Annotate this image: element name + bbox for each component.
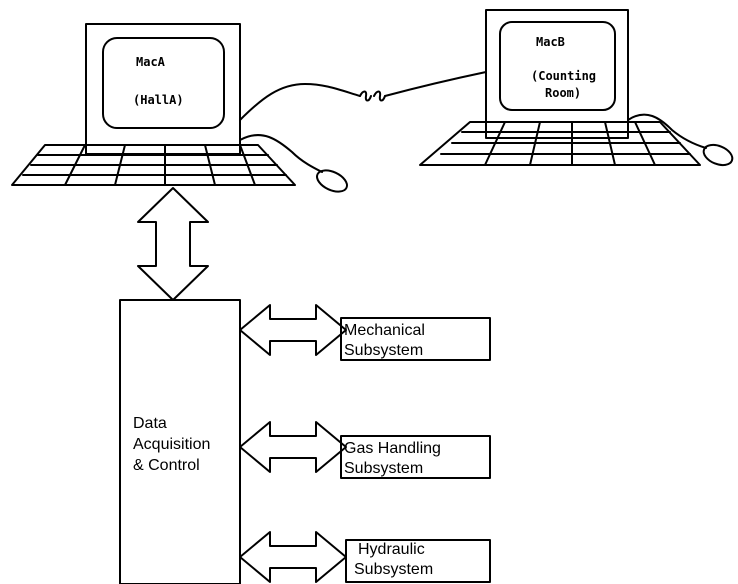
macb-name: MacB (536, 35, 565, 49)
keyboard-maca (11, 144, 296, 186)
daq-label-line2: Acquisition (133, 436, 210, 453)
computer-maca (11, 23, 348, 193)
computer-macb (419, 9, 734, 167)
cable-break-mark (359, 90, 386, 102)
network-cable (239, 83, 361, 121)
mouse-cable-maca (239, 134, 323, 173)
macb-location-line2: Room) (545, 86, 581, 100)
gas-handling-label-line1: Gas Handling (344, 440, 441, 457)
arrow-gas-handling (239, 421, 347, 473)
screen-maca (102, 37, 225, 129)
mouse-cable-macb (627, 113, 707, 149)
screen-macb (499, 21, 616, 111)
mouse-macb (702, 143, 734, 167)
daq-box (119, 299, 241, 584)
hydraulic-label-line2: Subsystem (354, 561, 433, 578)
monitor-maca (85, 23, 241, 155)
mouse-maca (316, 169, 348, 193)
macb-location-line1: (Counting (531, 69, 596, 83)
box-hydraulic (345, 539, 491, 583)
box-mechanical (340, 317, 491, 361)
arrow-mechanical (239, 304, 347, 356)
vertical-double-arrow (137, 187, 209, 301)
keyboard-macb (419, 121, 701, 166)
hydraulic-label-line1: Hydraulic (358, 541, 425, 558)
box-gas-handling (340, 435, 491, 479)
mechanical-label-line1: Mechanical (344, 322, 425, 339)
gas-handling-label-line2: Subsystem (344, 460, 423, 477)
arrow-hydraulic (239, 531, 347, 583)
monitor-macb (485, 9, 629, 139)
maca-name: MacA (136, 55, 166, 69)
mechanical-label-line2: Subsystem (344, 342, 423, 359)
maca-location: (HallA) (133, 93, 184, 107)
daq-label-line3: & Control (133, 457, 200, 474)
daq-label-line1: Data (133, 415, 167, 432)
